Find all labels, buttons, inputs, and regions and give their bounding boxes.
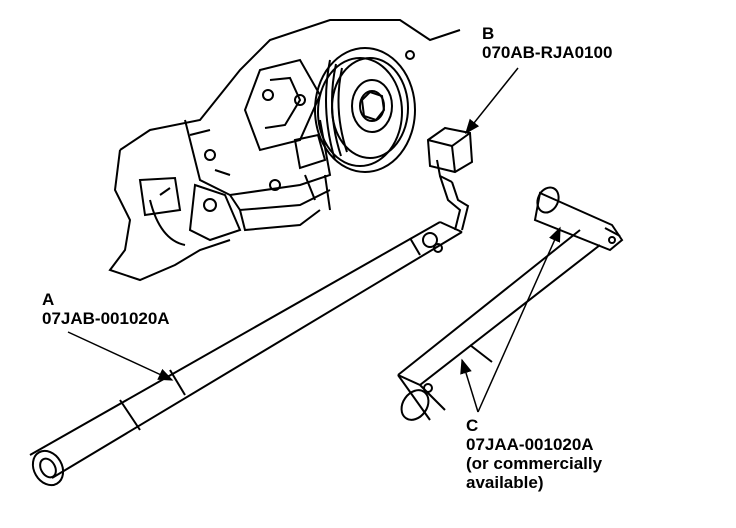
callout-a-part-number: 07JAB-001020A (42, 309, 170, 328)
callout-b-part-number: 070AB-RJA0100 (482, 43, 613, 62)
callout-a-letter: A (42, 290, 55, 309)
leader-c2 (460, 358, 479, 413)
socket-wrench-c (397, 186, 624, 421)
callout-b: B 070AB-RJA0100 (482, 24, 612, 62)
handle-a (29, 221, 463, 487)
callout-c-letter: C (466, 416, 479, 435)
callout-c-part-number: 07JAA-001020A (466, 435, 594, 454)
callout-b-letter: B (482, 24, 495, 43)
leader-b (465, 67, 519, 135)
holder-attachment-b (426, 126, 474, 231)
crankshaft-pulley (314, 47, 416, 173)
callout-c-note-line2: available) (466, 473, 544, 492)
leader-c1 (477, 226, 561, 413)
callout-c-note-line1: (or commercially (466, 454, 603, 473)
callout-a: A 07JAB-001020A (42, 290, 170, 328)
leader-a (67, 331, 174, 381)
callout-leaders (67, 67, 561, 413)
callout-c: C 07JAA-001020A (or commercially availab… (466, 416, 602, 492)
engine-block (108, 19, 461, 282)
